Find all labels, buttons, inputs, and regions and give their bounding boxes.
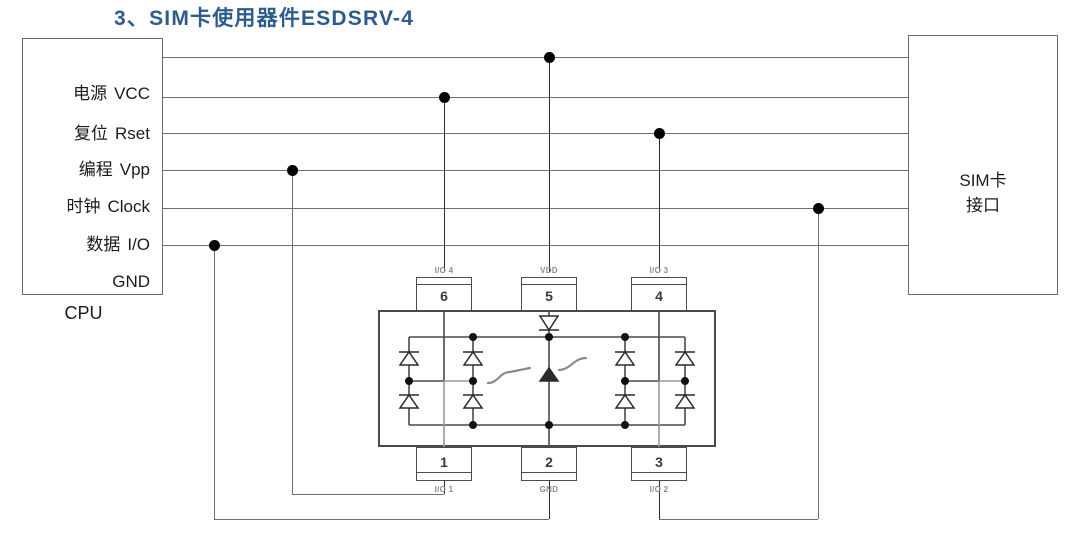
wire-clock <box>163 170 908 171</box>
junction-dot-vcc <box>543 51 555 63</box>
sim-interface-label: SIM卡 接口 <box>909 168 1057 218</box>
cpu-row-gnd: GND <box>105 271 150 293</box>
internal-dot-c2-bottom <box>469 421 477 429</box>
stub-io-down <box>818 208 819 519</box>
sim-interface-label-line2: 接口 <box>966 196 1000 215</box>
ic-pin-2-number: 2 <box>545 454 553 470</box>
cpu-row-vpp-cn: 编程 <box>78 160 113 179</box>
stub-clock-down <box>292 170 293 494</box>
stub-vpp-to-pin4 <box>659 133 660 272</box>
ic-pin-1-bar <box>417 472 471 473</box>
sim-interface-label-line1: SIM卡 <box>959 171 1007 190</box>
cpu-row-vpp: 编程 Vpp <box>79 159 150 181</box>
ic-pin-5: 5 <box>521 277 577 311</box>
internal-dot-c2-mid <box>469 377 477 385</box>
ic-pin-3-number: 3 <box>655 454 663 470</box>
ic-pin-4-label: I/O 3 <box>649 266 669 275</box>
ic-pin-2: 2 <box>521 447 577 481</box>
junction-dot-rset <box>438 91 450 103</box>
junction-dot-io <box>812 202 824 214</box>
ic-pin-6: 6 <box>416 277 472 311</box>
bidirectional-tvs-arc-left <box>486 366 532 385</box>
ic-pin-3-label: I/O 2 <box>649 485 669 494</box>
wire-gnd <box>163 245 908 246</box>
bidirectional-tvs <box>486 356 588 385</box>
cpu-row-vcc: 电源 VCC <box>73 83 150 105</box>
ic-pin-3: 3 <box>631 447 687 481</box>
wire-io <box>163 208 908 209</box>
internal-dot-c3-top <box>621 333 629 341</box>
ic-pin-4: 4 <box>631 277 687 311</box>
diode-1-lower-triangle <box>398 393 420 409</box>
tvs-clamp-vdd <box>538 315 560 332</box>
ic-pin-5-number: 5 <box>545 288 553 304</box>
ic-pin-6-number: 6 <box>440 288 448 304</box>
stub-gnd-to-pin2-horizontal <box>214 519 549 520</box>
bidirectional-tvs-triangle <box>538 366 560 382</box>
diode-4-lower-triangle <box>674 393 696 409</box>
diode-2-lower-triangle <box>462 393 484 409</box>
stub-io-to-pin3-horizontal <box>659 519 818 520</box>
ic-pin-6-label: I/O 4 <box>434 266 454 275</box>
diode-2-upper-triangle <box>462 350 484 366</box>
ic-pin-5-label: VDD <box>540 266 558 275</box>
ic-pin-6-bar <box>417 284 471 285</box>
cpu-row-rset-cn: 复位 <box>74 124 109 143</box>
esd-internal-schematic <box>398 310 696 447</box>
cpu-row-gnd-en: GND <box>112 272 150 291</box>
cpu-row-io-en: I/O <box>127 235 150 254</box>
ic-pin-4-bar <box>632 284 686 285</box>
cpu-block: 电源 VCC 复位 Rset 编程 Vpp 时钟 Clock 数据 I/O GND CPU <box>22 38 163 323</box>
stub-gnd-down <box>214 245 215 519</box>
ic-pin-1-label: I/O 1 <box>434 485 454 494</box>
internal-junction-dots <box>405 333 689 429</box>
diode-4-upper-triangle <box>674 350 696 366</box>
wire-rset <box>163 97 908 98</box>
tvs-clamp-vdd-triangle <box>538 315 560 332</box>
stub-rset-to-pin6 <box>444 97 445 272</box>
junction-dot-vpp <box>653 127 665 139</box>
ic-pin-5-bar <box>522 284 576 285</box>
cpu-row-vcc-en: VCC <box>114 84 150 103</box>
cpu-row-io-cn: 数据 <box>86 235 121 254</box>
ic-pin-2-bar <box>522 472 576 473</box>
sim-interface-block: SIM卡 接口 <box>908 35 1058 295</box>
ic-pin-4-number: 4 <box>655 288 663 304</box>
internal-dot-c4-mid <box>681 377 689 385</box>
internal-dot-c2-top <box>469 333 477 341</box>
cpu-row-rset-en: Rset <box>115 124 150 143</box>
cpu-row-io: 数据 I/O <box>86 234 150 256</box>
bidirectional-tvs-arc-right <box>557 356 588 372</box>
junction-dot-gnd <box>208 239 220 251</box>
wire-vpp <box>163 133 908 134</box>
stub-pin2-down <box>549 460 550 519</box>
stub-vcc-to-pin5 <box>549 57 550 272</box>
internal-dot-c3-bottom <box>621 421 629 429</box>
ic-pin-2-label: GND <box>539 485 559 494</box>
cpu-row-rset: 复位 Rset <box>74 123 150 145</box>
cpu-block-label: CPU <box>64 303 103 323</box>
cpu-row-clock-en: Clock <box>107 197 150 216</box>
cpu-row-clock: 时钟 Clock <box>66 196 150 218</box>
cpu-row-vcc-cn: 电源 <box>73 84 108 103</box>
page-title: 3、SIM卡使用器件ESDSRV-4 <box>114 7 415 30</box>
stub-pin3-down <box>659 460 660 519</box>
internal-dot-c3-mid <box>621 377 629 385</box>
junction-dot-clock <box>286 164 298 176</box>
internal-dot-center-bottom <box>545 421 553 429</box>
ic-pin-1: 1 <box>416 447 472 481</box>
diode-3-lower-triangle <box>614 393 636 409</box>
stub-clock-to-pin1-horizontal <box>292 494 444 495</box>
diode-3-upper-triangle <box>614 350 636 366</box>
ic-pin-3-bar <box>632 472 686 473</box>
internal-dot-center-top <box>545 333 553 341</box>
ic-pin-1-number: 1 <box>440 454 448 470</box>
diode-1-upper-triangle <box>398 350 420 366</box>
internal-dot-c1-mid <box>405 377 413 385</box>
cpu-row-clock-cn: 时钟 <box>66 197 101 216</box>
cpu-row-vpp-en: Vpp <box>119 160 150 179</box>
wire-vcc <box>163 57 908 58</box>
